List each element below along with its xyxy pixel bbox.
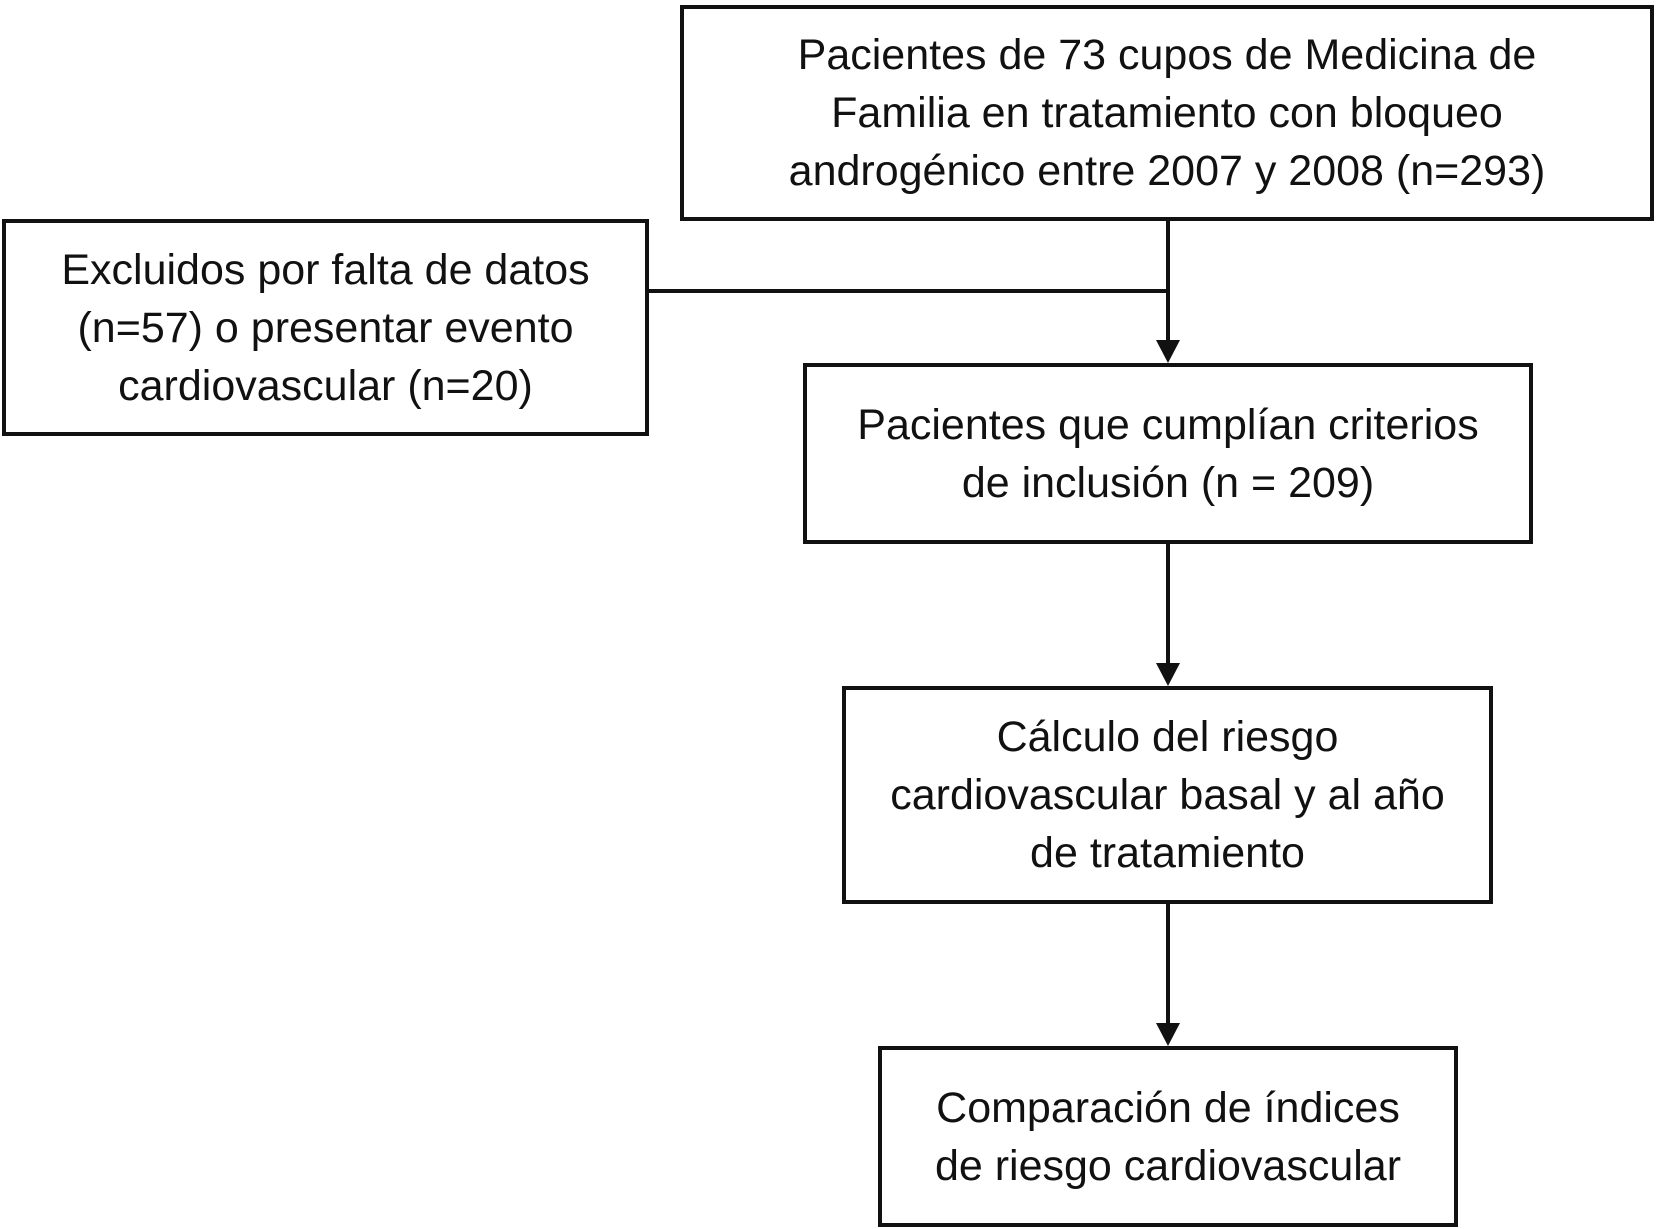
box-initial-patients: Pacientes de 73 cupos de Medicina de Fam… [680, 5, 1654, 221]
box-risk-calculation-text: Cálculo del riesgo cardiovascular basal … [890, 713, 1445, 877]
box-included-patients-text: Pacientes que cumplían criterios de incl… [857, 400, 1479, 507]
box-excluded-patients: Excluidos por falta de datos (n=57) o pr… [2, 219, 649, 436]
box-risk-comparison: Comparación de índices de riesgo cardiov… [878, 1046, 1458, 1227]
box-included-patients: Pacientes que cumplían criterios de incl… [803, 363, 1533, 544]
arrowhead-to-compare [1156, 1023, 1180, 1046]
box-risk-calculation: Cálculo del riesgo cardiovascular basal … [842, 686, 1493, 904]
arrowhead-to-calc [1156, 663, 1180, 686]
box-initial-patients-text: Pacientes de 73 cupos de Medicina de Fam… [788, 31, 1546, 195]
arrowhead-to-included [1156, 340, 1180, 363]
box-risk-comparison-text: Comparación de índices de riesgo cardiov… [934, 1083, 1402, 1190]
box-excluded-patients-text: Excluidos por falta de datos (n=57) o pr… [61, 245, 590, 410]
